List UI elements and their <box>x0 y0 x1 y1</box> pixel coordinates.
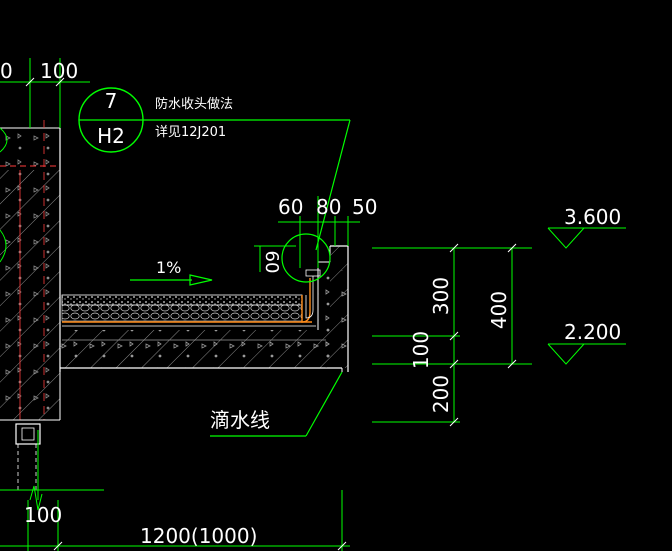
elevation-upper-value: 3.600 <box>564 205 621 229</box>
drain-post <box>0 423 104 511</box>
roof-layers <box>61 269 321 327</box>
wall-section <box>0 120 61 421</box>
detail-sheet: H2 <box>97 124 125 148</box>
dim-top-left-partial: 0 <box>0 59 13 83</box>
dim-bottom-left: 100 <box>24 503 62 527</box>
elevation-lower: 2.200 <box>547 320 626 365</box>
bottom-dimension: 100 1200(1000) <box>0 490 350 551</box>
drip-line-callout: 滴水线 <box>210 371 343 437</box>
height-dimensions: 300 400 100 200 <box>372 243 532 427</box>
detail-callout: 7 H2 防水收头做法 详见12J201 <box>78 87 351 283</box>
dim-height-upper: 300 <box>429 277 453 315</box>
elevation-lower-value: 2.200 <box>564 320 621 344</box>
dim-top-left: 100 <box>40 59 78 83</box>
slope-indicator: 1% <box>130 258 213 286</box>
eave-slab <box>60 330 342 369</box>
detail-number: 7 <box>105 89 118 113</box>
parapet-dimension: 60 80 50 60 <box>254 195 377 273</box>
detail-target-circle <box>281 233 331 283</box>
top-dimension: 0 100 <box>0 58 90 128</box>
slope-label: 1% <box>156 258 181 277</box>
dim-parapet-2: 80 <box>316 195 341 219</box>
upturned-parapet <box>317 245 349 372</box>
dim-height-lower-b: 200 <box>429 375 453 413</box>
dim-height-total: 400 <box>487 291 511 329</box>
dim-bottom-width: 1200(1000) <box>140 524 257 548</box>
detail-reference: 详见12J201 <box>155 125 226 140</box>
dim-parapet-1: 60 <box>278 195 303 219</box>
dim-parapet-3: 50 <box>352 195 377 219</box>
elevation-upper: 3.600 <box>547 205 626 249</box>
dim-vertical-small: 60 <box>261 251 282 274</box>
drip-line-label: 滴水线 <box>210 408 270 432</box>
dim-height-lower-a: 100 <box>409 331 433 369</box>
detail-title: 防水收头做法 <box>155 96 233 112</box>
